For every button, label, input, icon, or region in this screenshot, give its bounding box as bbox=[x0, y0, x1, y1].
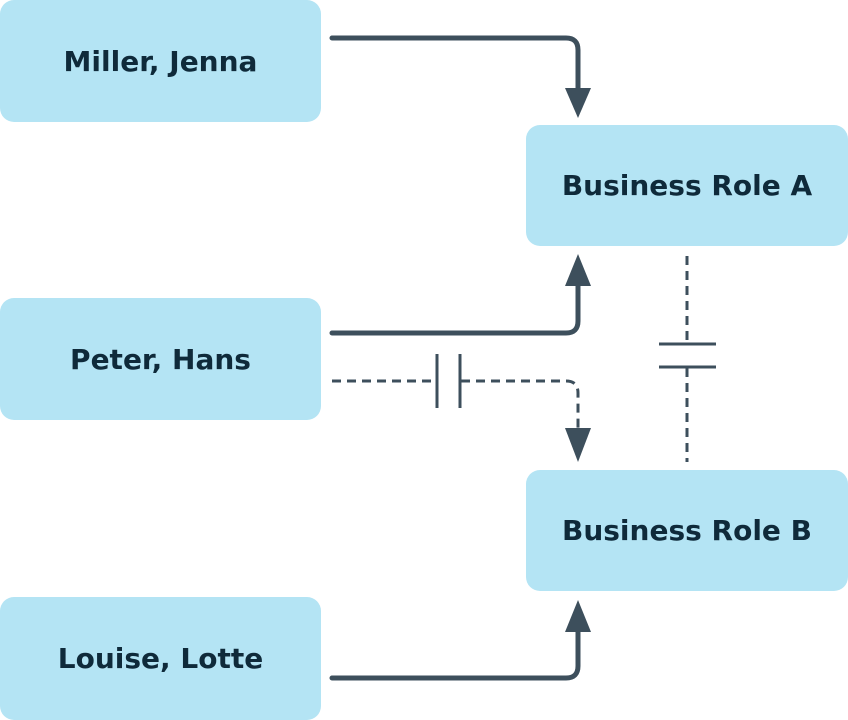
role-label: Business Role B bbox=[561, 514, 813, 547]
person-node-peter-hans: Peter, Hans bbox=[0, 298, 321, 420]
assignment-arrow-miller-to-role-a bbox=[329, 35, 591, 118]
business-role-node-b: Business Role B bbox=[526, 470, 848, 591]
person-label: Peter, Hans bbox=[70, 342, 251, 376]
role-exclusion-a-b bbox=[659, 256, 716, 462]
assignment-arrow-peter-to-role-a bbox=[329, 254, 591, 336]
person-node-miller-jenna: Miller, Jenna bbox=[0, 0, 321, 122]
person-label: Miller, Jenna bbox=[63, 44, 258, 78]
person-node-louise-lotte: Louise, Lotte bbox=[0, 597, 321, 720]
role-label: Business Role A bbox=[561, 169, 813, 202]
person-label: Louise, Lotte bbox=[57, 642, 264, 675]
business-role-node-a: Business Role A bbox=[526, 125, 848, 246]
blocked-assignment-peter-to-role-b bbox=[332, 354, 591, 462]
assignment-arrow-louise-to-role-b bbox=[329, 600, 591, 681]
